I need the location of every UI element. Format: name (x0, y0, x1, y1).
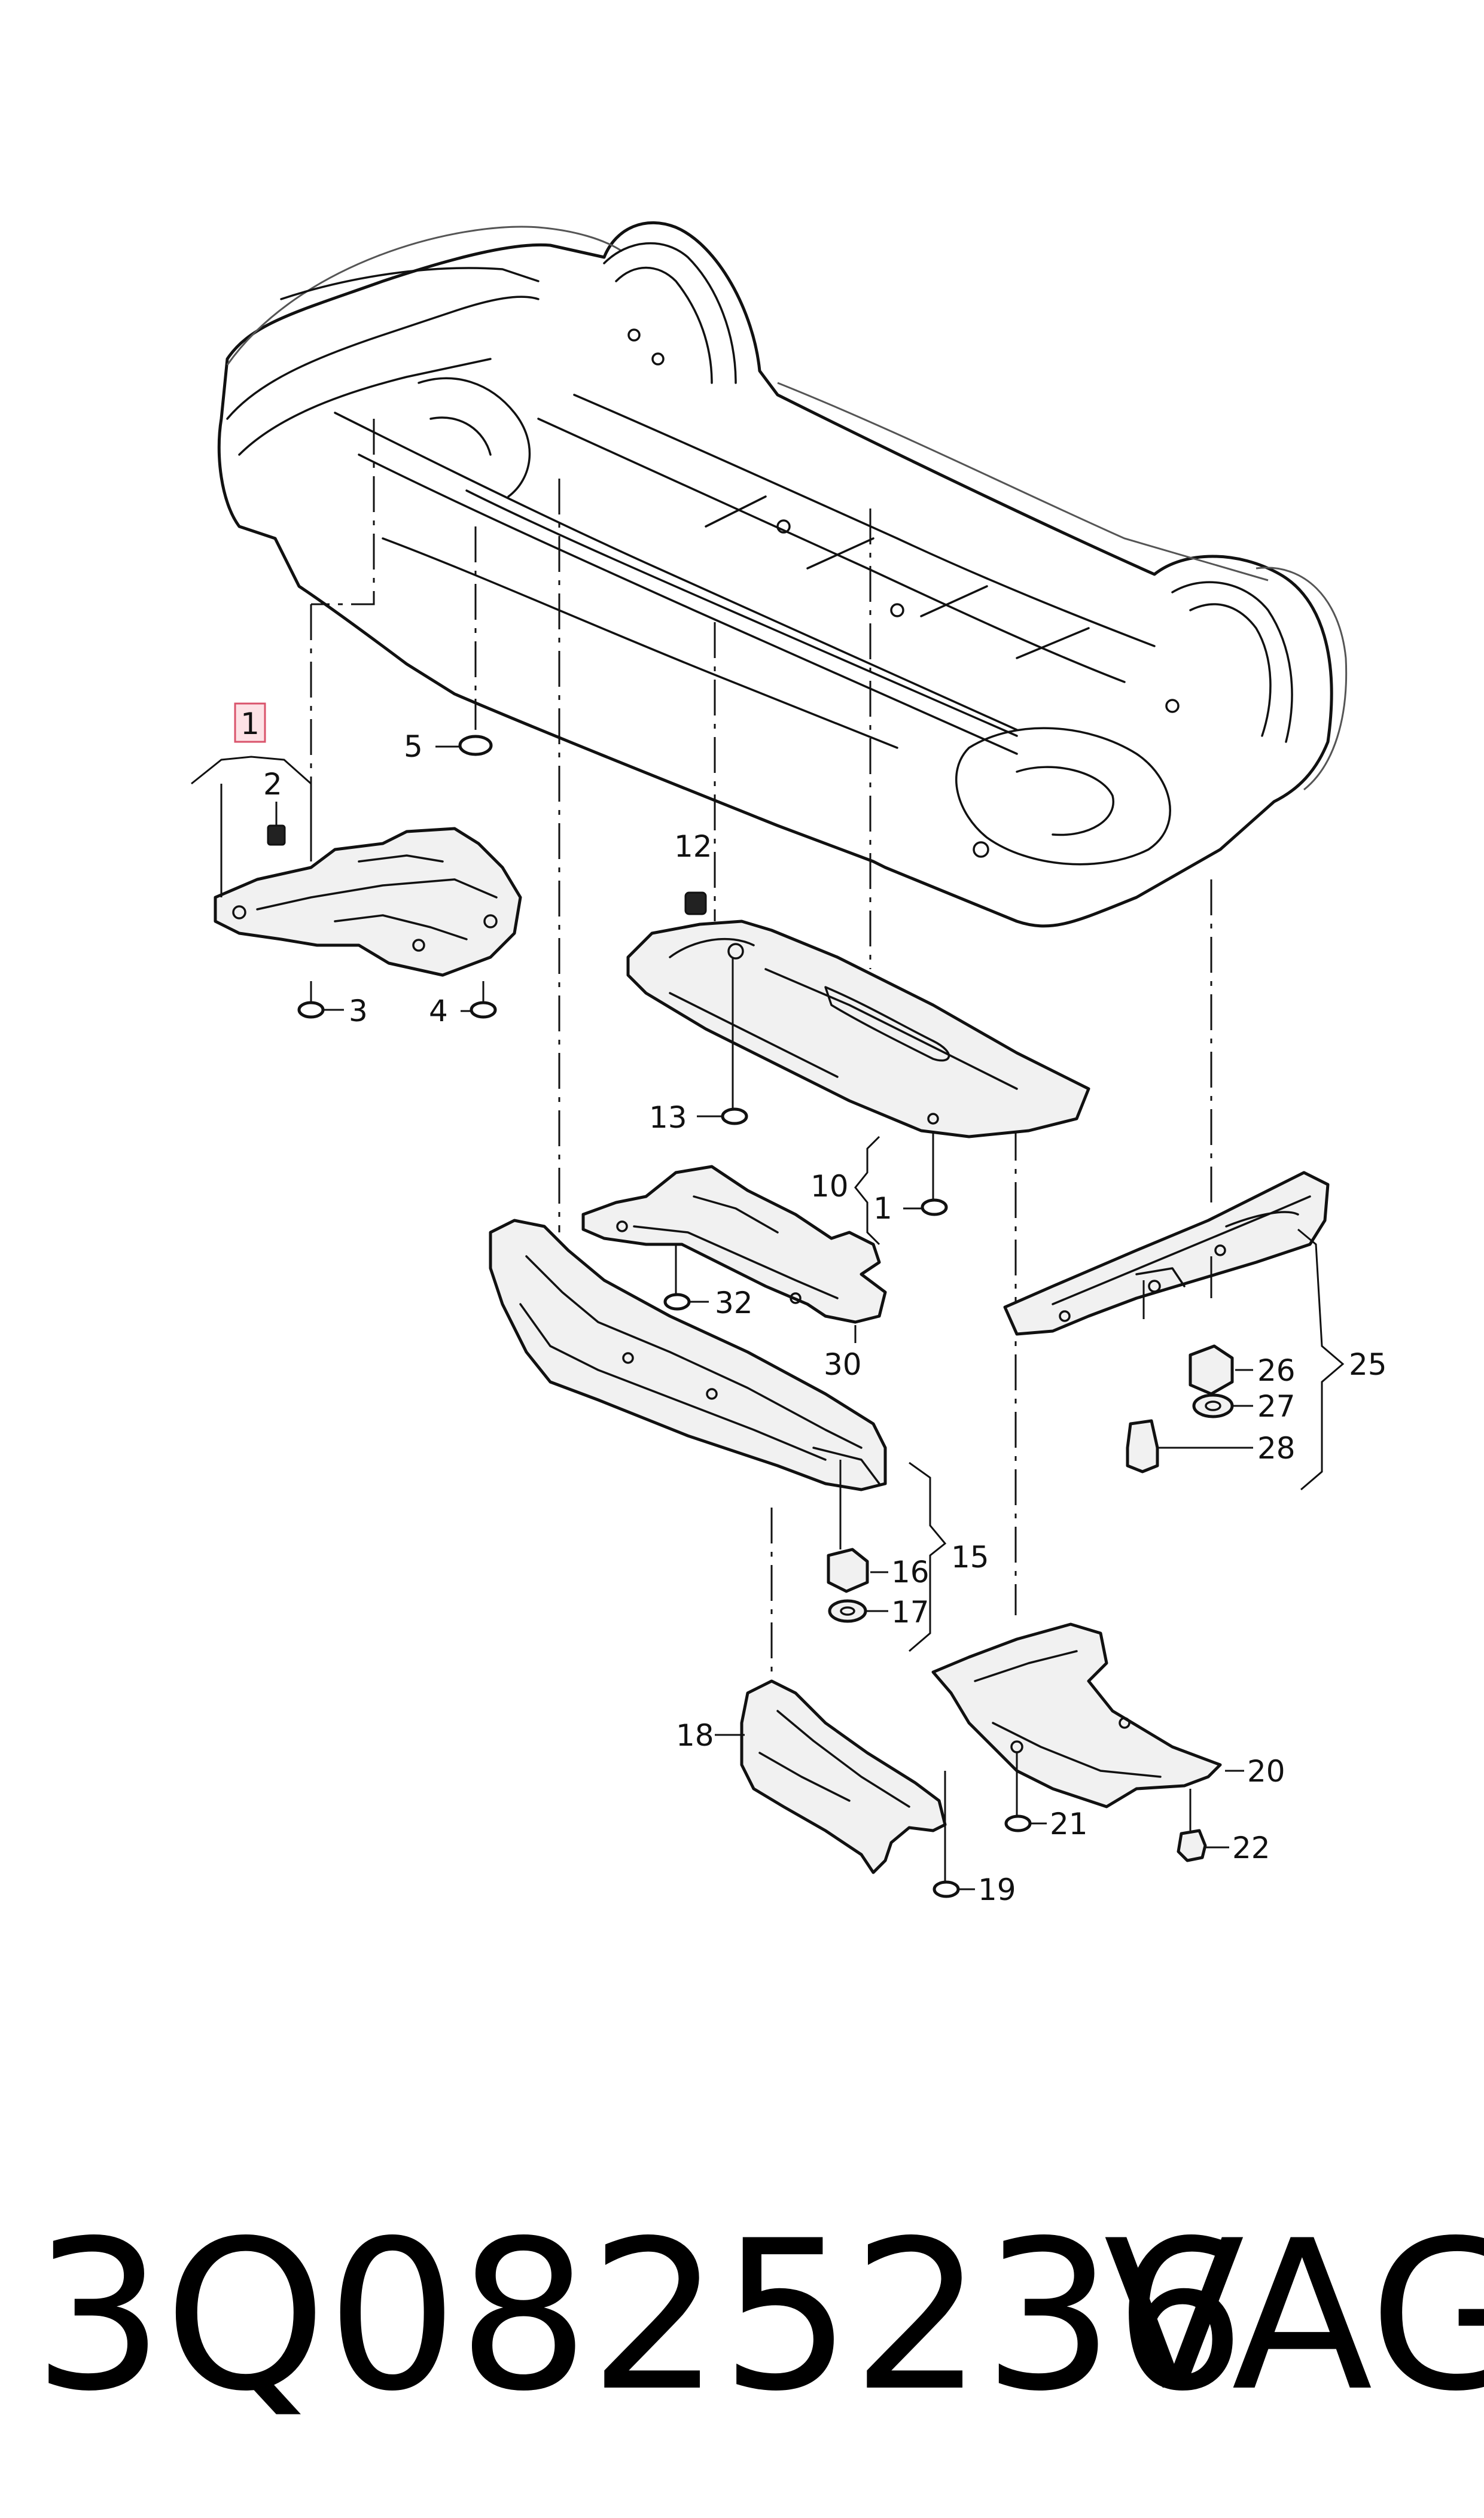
callout-32: 32 (715, 1286, 753, 1320)
callout-labels: 1 2 3 4 5 12 13 10 1 32 30 25 26 27 28 1… (234, 702, 1387, 1907)
callout-18: 18 (676, 1718, 714, 1753)
grommet-28 (1126, 1419, 1253, 1473)
callout-10: 10 (810, 1169, 849, 1204)
callout-26: 26 (1257, 1353, 1296, 1388)
callout-5: 5 (404, 729, 423, 764)
screw-21 (1004, 1753, 1047, 1832)
nut-16 (827, 1548, 888, 1593)
engine-undertray (214, 827, 522, 977)
callout-1-highlight (234, 702, 266, 743)
rear-floor-panel (1003, 1171, 1330, 1336)
callout-1-lower: 1 (873, 1191, 892, 1226)
callout-20: 20 (1247, 1754, 1285, 1789)
callout-19: 19 (978, 1872, 1016, 1907)
screw-3 (297, 981, 344, 1019)
plug-5 (435, 735, 493, 756)
callout-28: 28 (1257, 1431, 1296, 1466)
washer-17 (828, 1599, 888, 1623)
screw-19 (933, 1771, 975, 1898)
callout-3: 3 (349, 994, 368, 1028)
screw-1-lower (903, 1191, 948, 1216)
brand-name: VAG (1104, 2197, 1484, 2437)
callout-16: 16 (891, 1555, 930, 1590)
callout-27: 27 (1257, 1389, 1296, 1424)
screw-13 (697, 957, 748, 1125)
callout-17: 17 (891, 1595, 930, 1630)
callout-1: 1 (240, 707, 260, 741)
bracket-25 (1297, 1228, 1345, 1491)
rear-right-shield (931, 1622, 1244, 1808)
callout-21: 21 (1050, 1807, 1088, 1841)
callout-30: 30 (824, 1347, 862, 1382)
clip-2 (267, 802, 286, 846)
screw-4 (461, 981, 497, 1019)
bracket-1 (191, 756, 312, 785)
nut-26 (1189, 1344, 1253, 1396)
rear-side-shield (715, 1679, 947, 1874)
dash-dot-leaders (310, 419, 1212, 1675)
center-floor-panel (626, 919, 1090, 1138)
bracket-15 (909, 1462, 947, 1652)
side-sill-panel (489, 1219, 887, 1491)
callout-15: 15 (951, 1540, 989, 1575)
callout-13: 13 (649, 1100, 687, 1135)
car-underbody (217, 221, 1348, 928)
callout-4: 4 (429, 994, 448, 1028)
washer-27 (1192, 1393, 1253, 1418)
nut-22 (1177, 1789, 1229, 1862)
screw-32 (663, 1244, 709, 1311)
callout-22: 22 (1232, 1831, 1270, 1865)
callout-25: 25 (1349, 1347, 1387, 1382)
callout-12: 12 (674, 829, 712, 864)
clip-12 (684, 891, 707, 915)
callout-2: 2 (263, 767, 282, 802)
bracket-10 (854, 1135, 880, 1246)
part-number: 3Q0825236 (33, 2197, 1246, 2437)
